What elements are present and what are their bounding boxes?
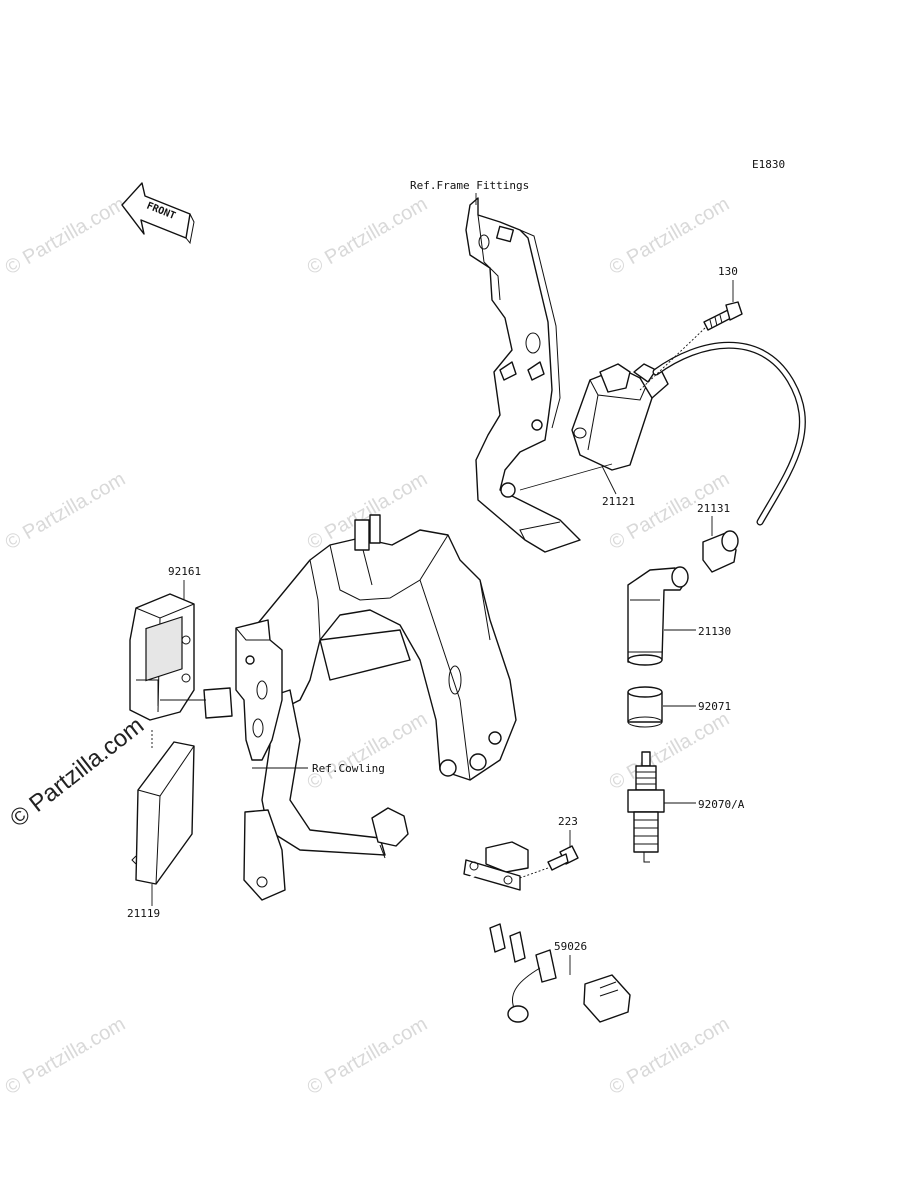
part-label-92070A: 92070/A (698, 798, 745, 811)
part-label-21130: 21130 (698, 625, 731, 638)
watermark: © Partzilla.com (2, 1013, 130, 1099)
ecu-holder-92161 (129, 593, 195, 721)
part-label-92071: 92071 (698, 700, 731, 713)
spark-plug (627, 751, 665, 863)
watermark: © Partzilla.com (304, 708, 432, 794)
ignition-coil (571, 363, 669, 471)
part-label-21119: 21119 (127, 907, 160, 920)
front-arrow-icon: FRONT (121, 182, 195, 245)
watermark: © Partzilla.com (606, 708, 734, 794)
watermark: © Partzilla.com (304, 193, 432, 279)
part-label-223: 223 (558, 815, 578, 828)
part-label-130: 130 (718, 265, 738, 278)
part-label-21131: 21131 (697, 502, 730, 515)
cowling-bracket (203, 619, 283, 761)
part-label-21121: 21121 (602, 495, 635, 508)
watermark: © Partzilla.com (2, 193, 130, 279)
watermark-main: © Partzilla.com (5, 712, 149, 833)
screw-223 (547, 845, 579, 871)
diagram-code: E1830 (752, 158, 785, 171)
plug-cap-21130 (627, 566, 689, 666)
crank-sensor-harness (450, 841, 631, 1023)
main-frame (239, 514, 517, 901)
cap-21131 (702, 530, 739, 573)
bolt-130 (703, 301, 743, 331)
cap-92071 (627, 686, 663, 728)
part-label-92161: 92161 (168, 565, 201, 578)
ref-cowling-label: Ref.Cowling (312, 762, 385, 775)
watermark: © Partzilla.com (2, 468, 130, 554)
ref-frame-fittings-label: Ref.Frame Fittings (410, 179, 529, 192)
watermark: © Partzilla.com (606, 193, 734, 279)
watermark: © Partzilla.com (606, 1013, 734, 1099)
watermark: © Partzilla.com (304, 1013, 432, 1099)
ecu-21119 (131, 741, 195, 885)
part-label-59026: 59026 (554, 940, 587, 953)
frame-fittings-bracket (465, 197, 581, 553)
